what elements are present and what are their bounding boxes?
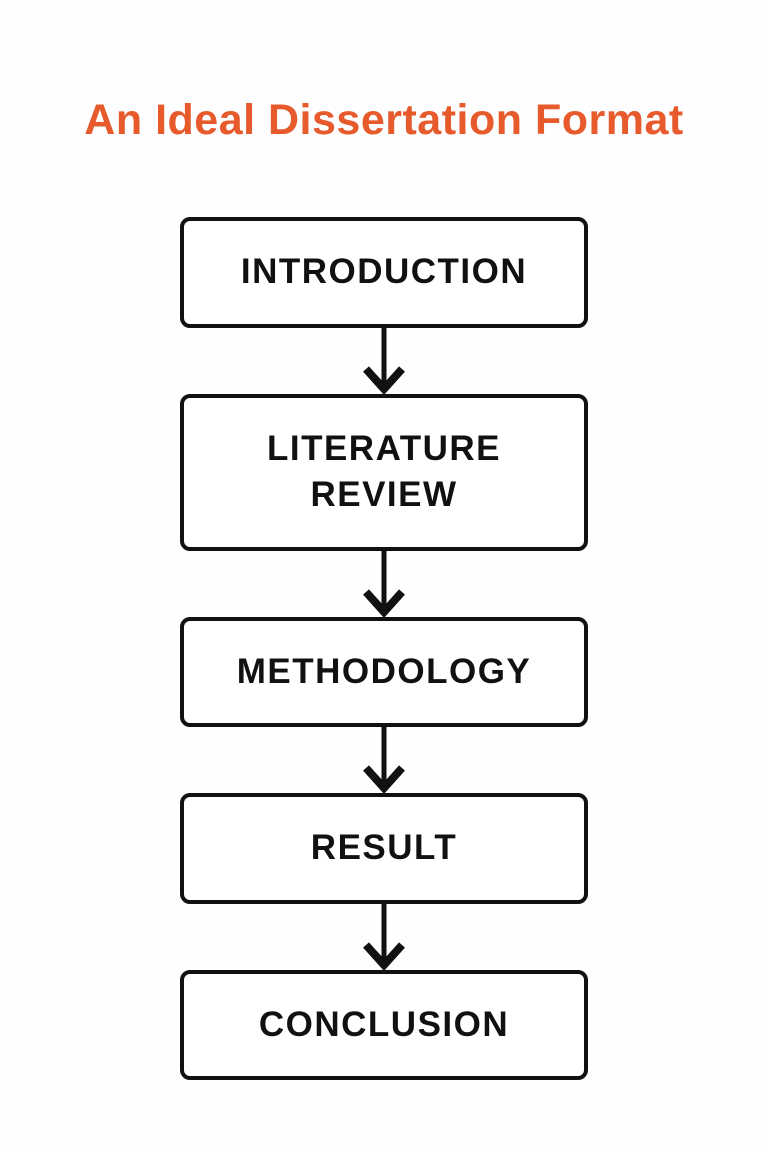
down-arrow-icon <box>180 903 588 970</box>
flowchart: INTRODUCTION LITERATURE REVIEW METHODOLO… <box>180 217 588 1081</box>
flow-step-label: LITERATURE REVIEW <box>266 428 502 515</box>
down-arrow-icon <box>180 550 588 617</box>
down-arrow-icon <box>180 327 588 394</box>
flow-step-methodology: METHODOLOGY <box>180 616 588 728</box>
flow-step-introduction: INTRODUCTION <box>180 217 588 328</box>
flow-step-label: RESULT <box>310 828 458 868</box>
flow-step-label: INTRODUCTION <box>240 252 528 291</box>
flow-step-result: RESULT <box>180 793 588 904</box>
flow-step-label: CONCLUSION <box>258 1004 510 1044</box>
flow-step-label: METHODOLOGY <box>236 651 532 691</box>
down-arrow-icon <box>180 727 588 794</box>
flow-step-literature-review: LITERATURE REVIEW <box>180 393 588 551</box>
flow-step-conclusion: CONCLUSION <box>180 969 588 1081</box>
page-title: An Ideal Dissertation Format <box>84 96 684 144</box>
